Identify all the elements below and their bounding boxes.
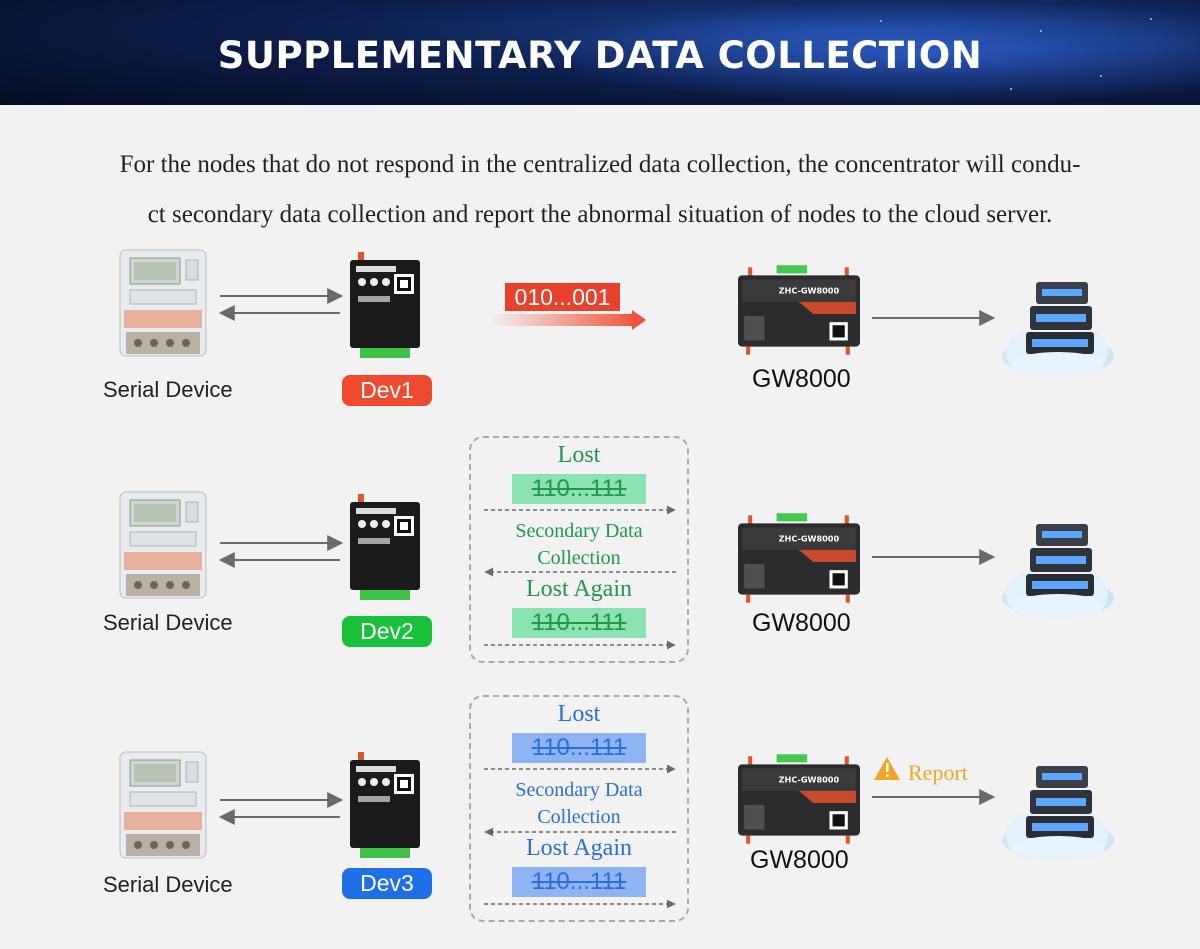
serial-meter-image-row2	[118, 490, 208, 600]
secondary-line2-row3: Collection	[537, 806, 621, 828]
gw8000-image-row3	[738, 754, 860, 846]
secondary-label-row3: Secondary Data Collection	[469, 777, 689, 831]
gw8000-image-row2	[738, 513, 860, 605]
dev2-badge: Dev2	[342, 616, 432, 647]
packet-arrow-row1	[490, 310, 646, 330]
intro-line-1: For the nodes that do not respond in the…	[119, 151, 1081, 178]
serial-device-label-row3: Serial Device	[103, 872, 233, 897]
page-title: SUPPLEMENTARY DATA COLLECTION	[217, 34, 983, 77]
gw8000-label-row2: GW8000	[752, 609, 851, 637]
dev1-badge: Dev1	[342, 375, 432, 406]
dev1-module-image	[350, 252, 420, 362]
intro-text: For the nodes that do not respond in the…	[40, 140, 1160, 240]
lost-flow-box-row3	[469, 695, 689, 922]
serial-meter-image-row3	[118, 750, 208, 860]
report-label: Report	[908, 760, 968, 785]
secondary-line2-row2: Collection	[537, 547, 621, 569]
lost-again-data-row3: 110...111	[512, 867, 646, 897]
gw8000-label-row1: GW8000	[752, 365, 851, 393]
gw8000-label-row3: GW8000	[750, 846, 849, 874]
cloud-server-image-row2	[998, 520, 1118, 620]
serial-meter-image-row1	[118, 248, 208, 358]
warning-icon	[874, 757, 900, 780]
serial-device-label-row2: Serial Device	[103, 610, 233, 635]
dev2-module-image	[350, 494, 420, 604]
lost-again-label-row2: Lost Again	[526, 576, 632, 602]
lost-data-row3: 110...111	[512, 733, 646, 763]
dev3-badge: Dev3	[342, 868, 432, 899]
secondary-line1-row3: Secondary Data	[515, 779, 643, 801]
secondary-label-row2: Secondary Data Collection	[469, 518, 689, 572]
lost-again-data-row2: 110...111	[512, 608, 646, 638]
banner-glow	[520, 0, 1200, 105]
lost-data-row2: 110...111	[512, 474, 646, 504]
gw8000-image-row1	[738, 265, 860, 357]
cloud-server-image-row1	[998, 278, 1118, 378]
cloud-server-image-row3	[998, 762, 1118, 862]
dev3-module-image	[350, 752, 420, 862]
lost-again-label-row3: Lost Again	[526, 835, 632, 861]
lost-label-row2: Lost	[557, 442, 601, 468]
lost-flow-box-row2	[469, 436, 689, 663]
secondary-line1-row2: Secondary Data	[515, 520, 643, 542]
intro-line-2: ct secondary data collection and report …	[147, 201, 1053, 228]
serial-device-label-row1: Serial Device	[103, 377, 233, 402]
header-banner: SUPPLEMENTARY DATA COLLECTION	[0, 0, 1200, 105]
packet-data-row1: 010...001	[505, 283, 620, 311]
lost-label-row3: Lost	[557, 701, 601, 727]
